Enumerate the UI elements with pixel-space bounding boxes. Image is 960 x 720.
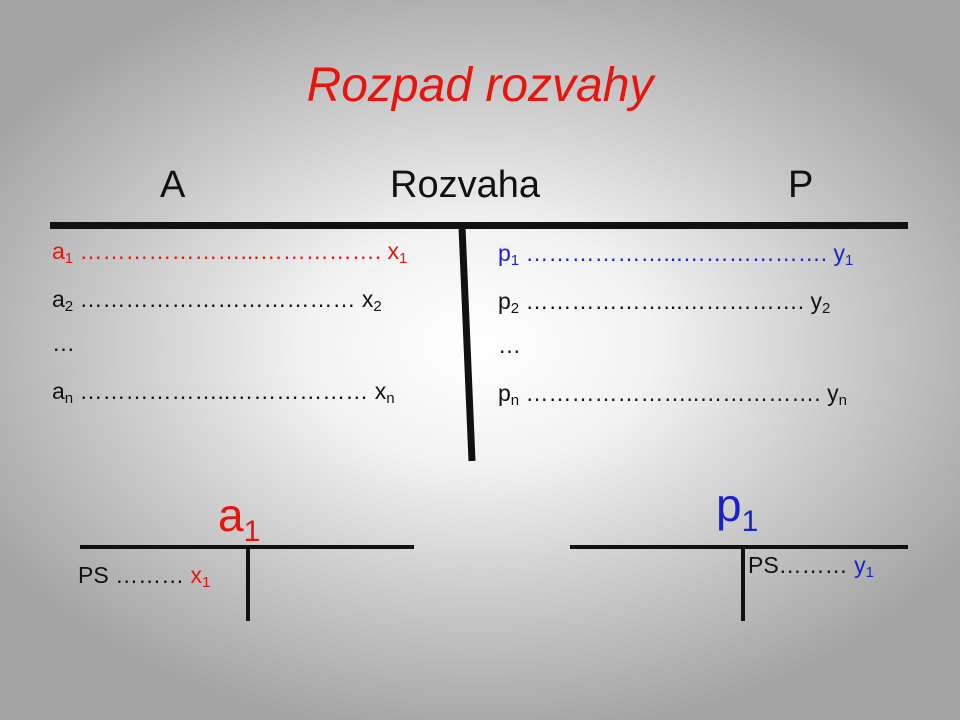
row-item-sub: 2 — [64, 298, 74, 315]
asset-row: a1 …………………...……………. x1 — [52, 238, 407, 267]
row-item-name: a — [52, 378, 65, 404]
asset-row: an ………………..……………… xn — [52, 378, 395, 407]
liabilities-side-label: P — [788, 164, 814, 206]
row-value-sub: n — [838, 392, 847, 409]
row-value-sub: n — [386, 390, 395, 407]
row-dots: …………………..……………. — [525, 380, 828, 406]
row-item-sub: n — [64, 390, 74, 407]
row-item-sub: 1 — [510, 252, 520, 269]
row-dots: ………………..……………… — [79, 378, 375, 404]
row-value: x — [387, 238, 399, 264]
liability-row: p1 ………………...………………. y1 — [498, 240, 853, 269]
row-value-sub: 1 — [398, 250, 408, 267]
liability-row: pn …………………..……………. yn — [498, 380, 847, 409]
row-value: y — [827, 380, 839, 406]
row-item-name: a — [52, 238, 65, 264]
liability-row: … — [498, 332, 521, 361]
row-item-sub: 2 — [510, 300, 520, 317]
row-item-name: a — [52, 286, 65, 312]
asset-row: a2 ……………………………… x2 — [52, 286, 382, 315]
row-item-sub: n — [510, 392, 520, 409]
row-value: x — [374, 378, 387, 404]
row-value: x — [361, 286, 374, 312]
row-item-name: p — [498, 288, 511, 314]
row-value: y — [833, 240, 845, 266]
balance-horizontal-line — [50, 222, 908, 229]
balance-vertical-line — [458, 226, 476, 462]
row-dots: …………………...……………. — [79, 238, 388, 264]
row-dots: ………………...………………. — [525, 240, 834, 266]
row-item-sub: 1 — [64, 250, 74, 267]
row-value: y — [810, 288, 822, 314]
account-p1-opening-balance: PS……… y1 — [748, 552, 874, 581]
row-value-sub: 2 — [821, 300, 831, 317]
assets-side-label: A — [160, 164, 186, 206]
row-item-name: … — [52, 330, 75, 356]
row-dots: ……………………………… — [79, 286, 362, 312]
liability-row: p2 ………………...……………. y2 — [498, 288, 830, 317]
asset-row: … — [52, 330, 75, 359]
row-value-sub: 2 — [373, 298, 382, 315]
row-dots: ………………...……………. — [525, 288, 811, 314]
account-a1-opening-balance: PS ……… x1 — [78, 562, 211, 591]
slide-title: Rozpad rozvahy — [306, 59, 654, 112]
account-p1-horizontal-line — [570, 545, 908, 549]
account-a1-vertical-line — [246, 545, 250, 621]
row-item-name: p — [498, 240, 511, 266]
row-item-name: … — [498, 332, 521, 358]
account-a1-title: a1 — [218, 489, 261, 548]
account-p1-title: p1 — [716, 479, 759, 538]
row-item-name: p — [498, 380, 511, 406]
row-value-sub: 1 — [844, 252, 854, 269]
account-p1-vertical-line — [741, 545, 745, 621]
balance-sheet-label: Rozvaha — [390, 164, 540, 206]
